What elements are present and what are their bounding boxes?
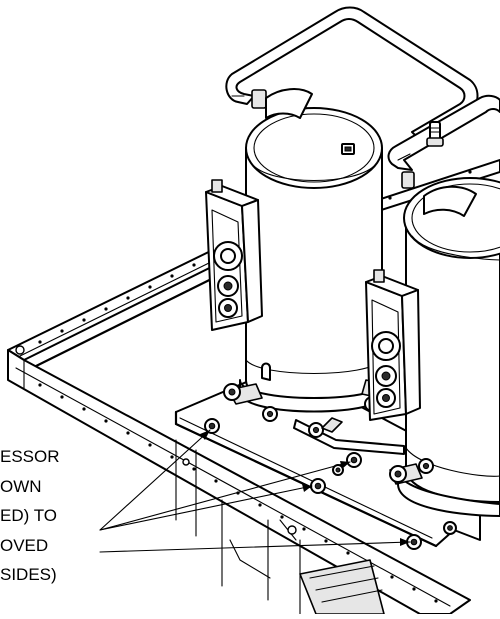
terminal-box-left xyxy=(205,179,263,331)
callout-text-line-4: OVED xyxy=(0,536,49,555)
terminal-box-right xyxy=(365,269,421,421)
pipe-fitting xyxy=(251,89,267,109)
callout-text-line-1: ESSOR xyxy=(0,447,60,466)
compressor-right xyxy=(389,177,500,517)
callout-text-line-5: SIDES) xyxy=(0,565,57,584)
service-valve xyxy=(426,121,444,147)
callout-text-line-3: ED) TO xyxy=(0,506,57,525)
equalizer-piping xyxy=(293,417,405,455)
callout-leader-lines xyxy=(99,429,411,553)
callout-text-line-2: OWN xyxy=(0,477,42,496)
refrigerant-piping xyxy=(225,6,500,189)
pipe-fitting xyxy=(401,171,415,189)
